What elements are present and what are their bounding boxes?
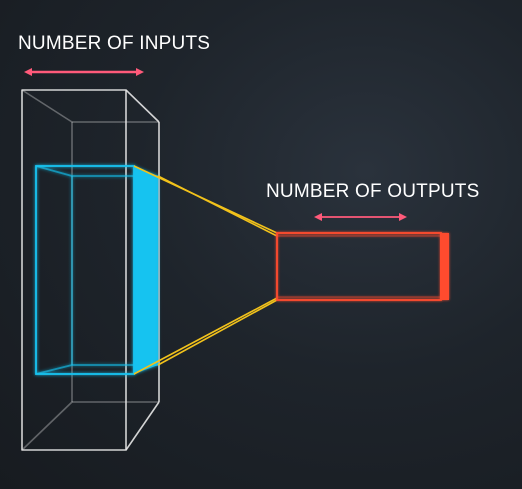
- connector-lines: [133, 165, 278, 375]
- number-of-outputs-label: NUMBER OF OUTPUTS: [266, 181, 480, 202]
- input-slice: [35, 165, 158, 375]
- number-of-inputs-label: NUMBER OF INPUTS: [18, 33, 211, 54]
- output-tensor-box: [276, 232, 449, 301]
